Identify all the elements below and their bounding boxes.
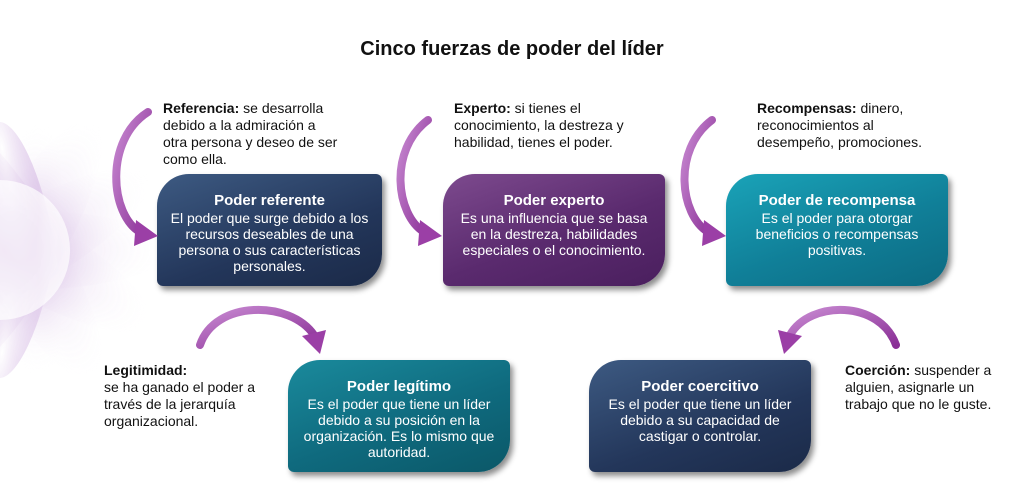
note-referencia-label: Referencia:: [163, 100, 240, 116]
note-recompensas-text: dinero, reconocimientos al desempeño, pr…: [757, 100, 922, 150]
note-recompensas: Recompensas: dinero, reconocimientos al …: [757, 100, 942, 151]
curved-arrow-legitimo: [196, 305, 326, 354]
note-recompensas-label: Recompensas:: [757, 100, 857, 116]
card-poder-legitimo-title: Poder legítimo: [346, 378, 452, 395]
card-poder-coercitivo-body: Es el poder que tiene un líder debido a …: [608, 396, 792, 444]
card-poder-experto-title: Poder experto: [503, 192, 605, 209]
card-poder-coercitivo-title: Poder coercitivo: [641, 378, 759, 395]
card-poder-experto-body: Es una influencia que se basa en la dest…: [460, 210, 648, 258]
card-poder-referente-body: El poder que surge debido a los recursos…: [170, 210, 369, 274]
curved-arrow-referente: [112, 108, 158, 246]
note-experto-label: Experto:: [454, 100, 511, 116]
card-poder-legitimo: Poder legítimo Es el poder que tiene un …: [288, 360, 510, 472]
curved-arrow-experto: [396, 116, 442, 246]
note-legitimidad-label: Legitimidad:: [104, 362, 188, 378]
card-poder-recompensa: Poder de recompensa Es el poder para oto…: [726, 174, 948, 286]
note-experto: Experto: si tienes el conocimiento, la d…: [454, 100, 639, 151]
note-experto-text: si tienes el conocimiento, la destreza y…: [454, 100, 624, 150]
card-poder-legitimo-body: Es el poder que tiene un líder debido a …: [303, 396, 495, 460]
note-legitimidad: Legitimidad:se ha ganado el poder a trav…: [104, 362, 274, 430]
card-poder-recompensa-body: Es el poder para otorgar beneficios o re…: [755, 210, 919, 258]
page-title: Cinco fuerzas de poder del líder: [360, 38, 664, 60]
note-referencia: Referencia: se desarrolla debido a la ad…: [163, 100, 343, 168]
note-referencia-text: se desarrolla debido a la admiración a o…: [163, 100, 338, 167]
curved-arrow-coercitivo: [778, 305, 900, 354]
note-legitimidad-text: se ha ganado el poder a través de la jer…: [104, 379, 256, 429]
card-poder-recompensa-title: Poder de recompensa: [758, 192, 916, 209]
note-coercion-label: Coerción:: [845, 362, 911, 378]
curved-arrow-recompensa: [680, 116, 726, 246]
card-poder-referente: Poder referente El poder que surge debid…: [157, 174, 382, 286]
card-poder-coercitivo: Poder coercitivo Es el poder que tiene u…: [589, 360, 811, 472]
note-coercion: Coerción: suspender a alguien, asignarle…: [845, 362, 1015, 413]
card-poder-referente-title: Poder referente: [214, 192, 325, 209]
card-poder-experto: Poder experto Es una influencia que se b…: [443, 174, 665, 286]
note-coercion-text: suspender a alguien, asignarle un trabaj…: [845, 362, 992, 412]
